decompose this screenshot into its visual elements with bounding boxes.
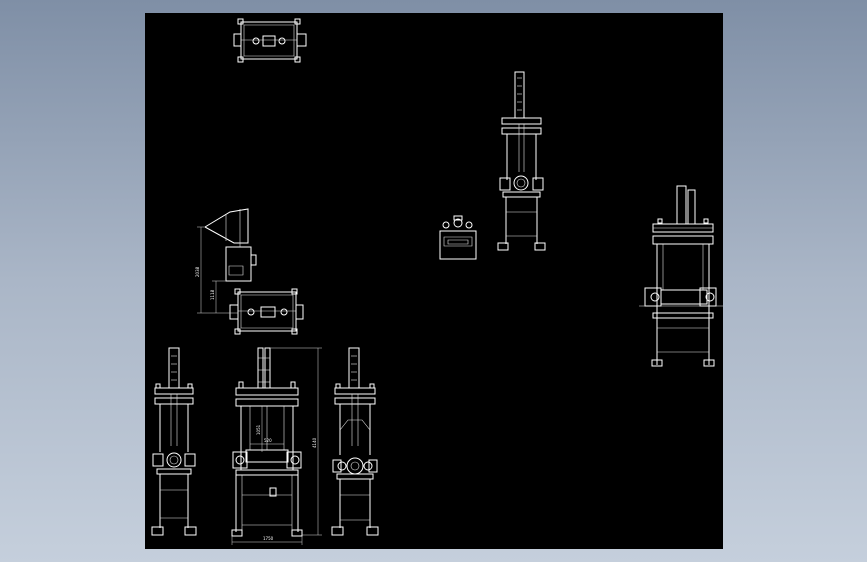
front-view-a xyxy=(152,348,196,535)
cad-model-viewport[interactable]: 2038 1118 xyxy=(145,13,723,549)
front-view-c xyxy=(332,348,378,535)
press-machine-drawing: 2038 1118 xyxy=(145,13,723,549)
side-view-right xyxy=(639,186,723,366)
overall-height-label: 4140 xyxy=(312,437,317,448)
plan-section-view xyxy=(205,209,303,334)
center-width-label: 520 xyxy=(264,438,272,443)
base-width-label: 1750 xyxy=(263,536,274,541)
front-view-b xyxy=(232,348,302,536)
elevation-view-upper-right xyxy=(498,72,545,250)
plan-height-label: 2038 xyxy=(195,266,200,277)
top-plan-view xyxy=(234,19,306,62)
center-height-label: 1051 xyxy=(256,424,261,435)
control-box-detail xyxy=(440,216,476,259)
plan-dimension-lines: 2038 1118 xyxy=(195,227,238,313)
plan-offset-label: 1118 xyxy=(210,289,215,300)
front-view-b-dimension-lines: 4140 1750 1051 520 xyxy=(232,348,322,545)
